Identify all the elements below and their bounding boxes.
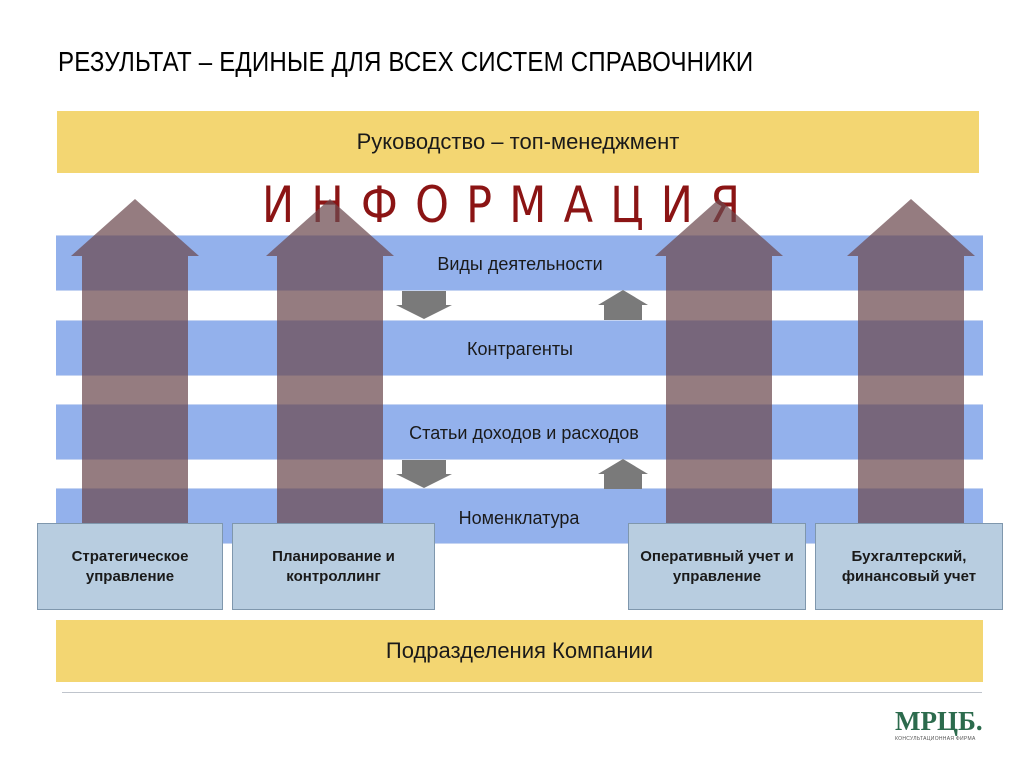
system-box-operational: Оперативный учет и управление [628,523,806,610]
company-logo-tagline: КОНСУЛЬТАЦИОННАЯ ФИРМА [895,736,976,742]
system-label: Планирование и контроллинг [272,547,395,585]
company-divisions-label: Подразделения Компании [385,638,654,663]
company-divisions-band: Подразделения Компании [56,620,983,682]
company-logo: МРЦБ. [895,706,983,736]
band-label-counterparties: Контрагенты [466,339,574,359]
band-label-income-expense-items: Статьи доходов и расходов [409,423,639,443]
arrow-down-small-icon [396,291,452,319]
arrow-up-large-icon [266,199,394,527]
arrow-up-small-icon [598,459,648,489]
band-activity-types [56,235,983,291]
band-counterparties [56,320,983,376]
slide-title: РЕЗУЛЬТАТ – ЕДИНЫЕ ДЛЯ ВСЕХ СИСТЕМ СПРАВ… [58,46,754,77]
band-label-activity-types: Виды деятельности [437,254,603,274]
arrow-up-large-icon [71,199,199,527]
arrow-up-large-icon [847,199,975,527]
arrow-down-small-icon [396,460,452,488]
top-management-band: Руководство – топ-менеджмент [57,111,979,173]
band-label-nomenclature: Номенклатура [458,508,580,528]
system-box-accounting: Бухгалтерский, финансовый учет [815,523,1003,610]
system-label: Оперативный учет и управление [640,547,794,585]
system-box-planning: Планирование и контроллинг [232,523,435,610]
arrow-up-small-icon [598,290,648,320]
band-income-expense-items [56,404,983,460]
system-label: Бухгалтерский, финансовый учет [841,547,977,585]
top-management-label: Руководство – топ-менеджмент [356,129,680,154]
footer-divider [62,692,982,693]
arrow-up-large-icon [655,199,783,527]
system-box-strategic: Стратегическое управление [37,523,223,610]
system-label: Стратегическое управление [71,547,189,585]
